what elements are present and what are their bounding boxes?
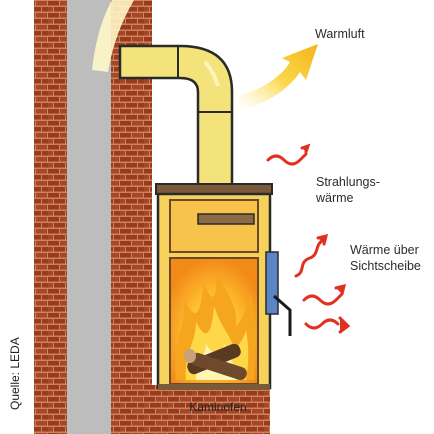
stove-inner-upper bbox=[169, 199, 259, 253]
warm-air-arrow bbox=[238, 44, 318, 110]
stove bbox=[155, 183, 292, 390]
chimney bbox=[34, 0, 270, 434]
warm-air-plume bbox=[92, 0, 134, 72]
label-radiant-heat-line1: Strahlungs- bbox=[316, 175, 380, 189]
label-warm-air: Warmluft bbox=[315, 27, 365, 41]
door-handle bbox=[273, 294, 292, 336]
window-heat-arrows bbox=[294, 233, 351, 334]
label-radiant-heat-line2: wärme bbox=[316, 191, 354, 205]
firewood-logs bbox=[184, 343, 247, 381]
stove-baffle bbox=[197, 213, 255, 225]
radiant-heat-arrow bbox=[266, 143, 311, 166]
stove-plinth bbox=[158, 384, 270, 390]
label-window-heat-line1: Wärme über bbox=[350, 243, 419, 257]
glass-window bbox=[265, 251, 279, 315]
stove-top bbox=[155, 183, 273, 195]
chimney-left-wall bbox=[34, 0, 67, 434]
label-window-heat-line2: Sichtscheibe bbox=[350, 259, 421, 273]
chimney-flue bbox=[67, 0, 111, 434]
label-stove: Kaminofen bbox=[189, 400, 247, 414]
source-credit: Quelle: LEDA bbox=[8, 337, 22, 410]
chimney-wall-below-stove bbox=[152, 385, 270, 434]
